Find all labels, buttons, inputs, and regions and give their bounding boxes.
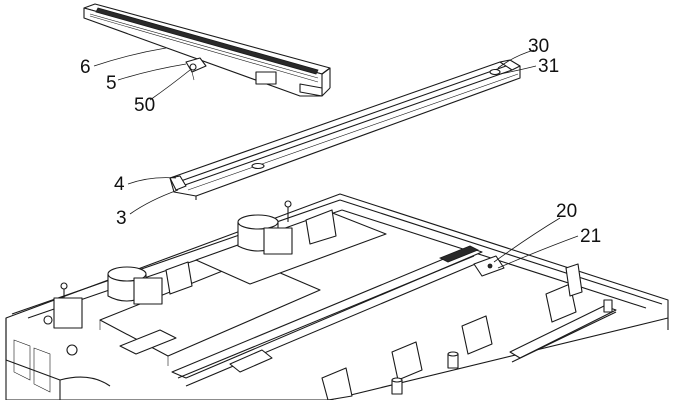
- label-20: 20: [556, 201, 577, 222]
- label-5: 5: [106, 73, 117, 94]
- label-6: 6: [80, 57, 91, 78]
- label-30: 30: [528, 36, 549, 57]
- label-50: 50: [134, 95, 155, 116]
- reference-numerals: 6 5 50 30 31 4 3 20 21: [80, 36, 601, 247]
- leader-lines: [93, 47, 579, 269]
- label-4: 4: [114, 174, 125, 195]
- label-21: 21: [580, 226, 601, 247]
- label-31: 31: [538, 56, 559, 77]
- part-5-clip: [185, 57, 207, 81]
- part-4-rail: [169, 59, 521, 200]
- label-3: 3: [116, 208, 127, 229]
- base-housing: [5, 193, 669, 400]
- part-6-slide-bar: [83, 3, 331, 97]
